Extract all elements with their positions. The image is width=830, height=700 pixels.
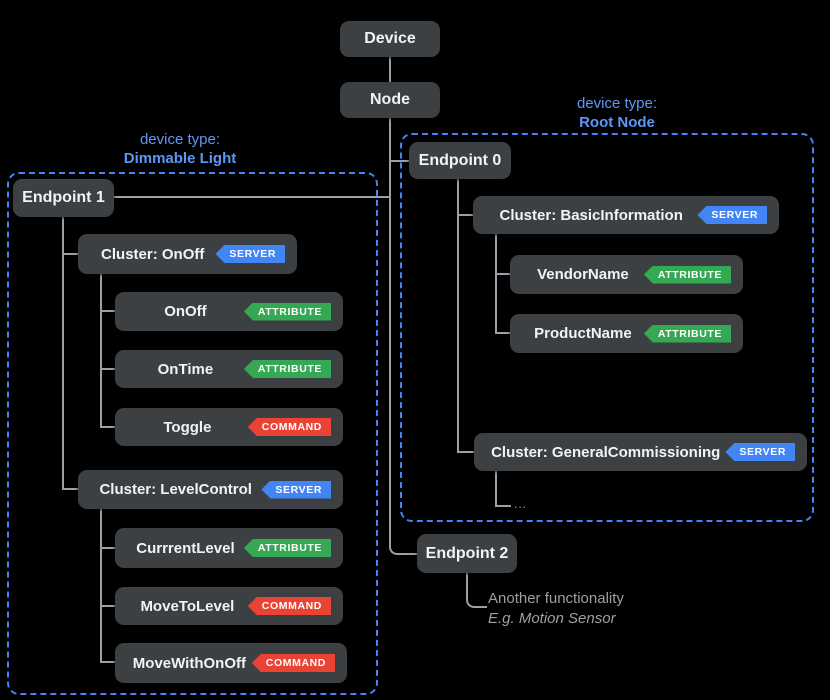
ellipsis-label: ...: [514, 497, 528, 511]
connector-node-endpoint0: [389, 160, 410, 162]
connector-tick-generalcommissioning: [459, 451, 474, 453]
connector-levelcontrol-children-trunk: [100, 509, 102, 663]
root-node-group-border: [400, 133, 814, 522]
connector-tick-movetolevel: [102, 605, 115, 607]
connector-tick-movewithonoff: [102, 661, 115, 663]
attribute-badge: ATTRIBUTE: [243, 360, 331, 378]
attribute-row-ontime: OnTime ATTRIBUTE: [115, 350, 343, 388]
cluster-box-generalcommissioning: Cluster: GeneralCommissioning SERVER: [474, 433, 807, 471]
endpoint2-box: Endpoint 2: [417, 534, 517, 573]
device-type-name: Root Node: [579, 114, 655, 131]
server-badge: SERVER: [697, 206, 767, 224]
command-label: MoveWithOnOff: [132, 654, 246, 672]
connector-tick-ontime: [102, 368, 115, 370]
device-box: Device: [340, 21, 440, 57]
cluster-label: Cluster: OnOff: [101, 245, 205, 263]
attribute-row-vendorname: VendorName ATTRIBUTE: [510, 255, 743, 294]
command-label: MoveToLevel: [140, 597, 235, 615]
endpoint1-box: Endpoint 1: [13, 179, 114, 217]
cluster-label: Cluster: LevelControl: [99, 481, 252, 498]
attribute-label: ProductName: [534, 325, 632, 342]
attribute-badge: ATTRIBUTE: [643, 324, 731, 343]
attribute-label: CurrrentLevel: [136, 539, 235, 557]
connector-tick-onoff: [102, 310, 115, 312]
connector-node-endpoint2: [389, 118, 417, 555]
command-badge: COMMAND: [247, 418, 331, 436]
command-row-movetolevel: MoveToLevel COMMAND: [115, 587, 343, 625]
server-badge: SERVER: [215, 245, 285, 263]
device-label: Device: [364, 30, 416, 47]
attribute-label: VendorName: [537, 266, 629, 283]
attribute-label: OnOff: [164, 303, 207, 320]
device-type-prefix: device type:: [576, 95, 658, 112]
device-type-prefix: device type:: [139, 131, 221, 148]
connector-basic-children-trunk: [495, 234, 497, 334]
connector-node-endpoint1: [114, 196, 390, 198]
command-label: Toggle: [163, 418, 212, 436]
endpoint2-label: Endpoint 2: [425, 544, 509, 562]
connector-general-ellipsis: [495, 471, 511, 507]
connector-tick-vendorname: [497, 273, 510, 275]
connector-tick-productname: [497, 332, 510, 334]
command-badge: COMMAND: [247, 597, 331, 615]
cluster-label: Cluster: GeneralCommissioning: [491, 443, 721, 461]
cluster-box-onoff: Cluster: OnOff SERVER: [78, 234, 297, 274]
connector-onoff-children-trunk: [100, 274, 102, 428]
endpoint2-note-line1: Another functionality: [488, 590, 624, 607]
connector-tick-toggle: [102, 426, 115, 428]
node-label: Node: [370, 91, 410, 108]
server-badge: SERVER: [725, 443, 795, 461]
connector-endpoint2-note: [466, 573, 487, 608]
attribute-badge: ATTRIBUTE: [243, 302, 331, 321]
connector-tick-cluster-levelcontrol: [64, 488, 78, 490]
endpoint0-box: Endpoint 0: [409, 142, 511, 179]
command-row-toggle: Toggle COMMAND: [115, 408, 343, 446]
server-badge: SERVER: [261, 480, 331, 499]
device-type-name: Dimmable Light: [123, 150, 237, 167]
root-node-heading: device type: Root Node: [495, 94, 739, 132]
connector-tick-cluster-onoff: [64, 253, 78, 255]
cluster-label: Cluster: BasicInformation: [499, 206, 683, 224]
command-badge: COMMAND: [251, 654, 335, 672]
attribute-badge: ATTRIBUTE: [243, 539, 331, 557]
attribute-row-productname: ProductName ATTRIBUTE: [510, 314, 743, 353]
endpoint0-label: Endpoint 0: [418, 151, 502, 169]
connector-tick-basicinformation: [459, 214, 473, 216]
command-row-movewithonoff: MoveWithOnOff COMMAND: [115, 643, 347, 683]
endpoint1-label: Endpoint 1: [22, 189, 105, 206]
attribute-label: OnTime: [157, 360, 214, 378]
cluster-box-levelcontrol: Cluster: LevelControl SERVER: [78, 470, 343, 509]
connector-device-node: [389, 57, 391, 82]
attribute-badge: ATTRIBUTE: [643, 265, 731, 284]
dimmable-light-heading: device type: Dimmable Light: [58, 130, 302, 168]
dimmable-light-group-border: [7, 172, 378, 695]
endpoint2-note-line2: E.g. Motion Sensor: [488, 610, 616, 627]
connector-tick-currrentlevel: [102, 547, 115, 549]
endpoint2-note: Another functionality E.g. Motion Sensor: [488, 589, 624, 629]
connector-endpoint1-trunk: [62, 217, 64, 490]
connector-endpoint0-trunk: [457, 179, 459, 453]
attribute-row-onoff: OnOff ATTRIBUTE: [115, 292, 343, 331]
cluster-box-basicinformation: Cluster: BasicInformation SERVER: [473, 196, 779, 234]
node-box: Node: [340, 82, 440, 118]
attribute-row-currrentlevel: CurrrentLevel ATTRIBUTE: [115, 528, 343, 568]
